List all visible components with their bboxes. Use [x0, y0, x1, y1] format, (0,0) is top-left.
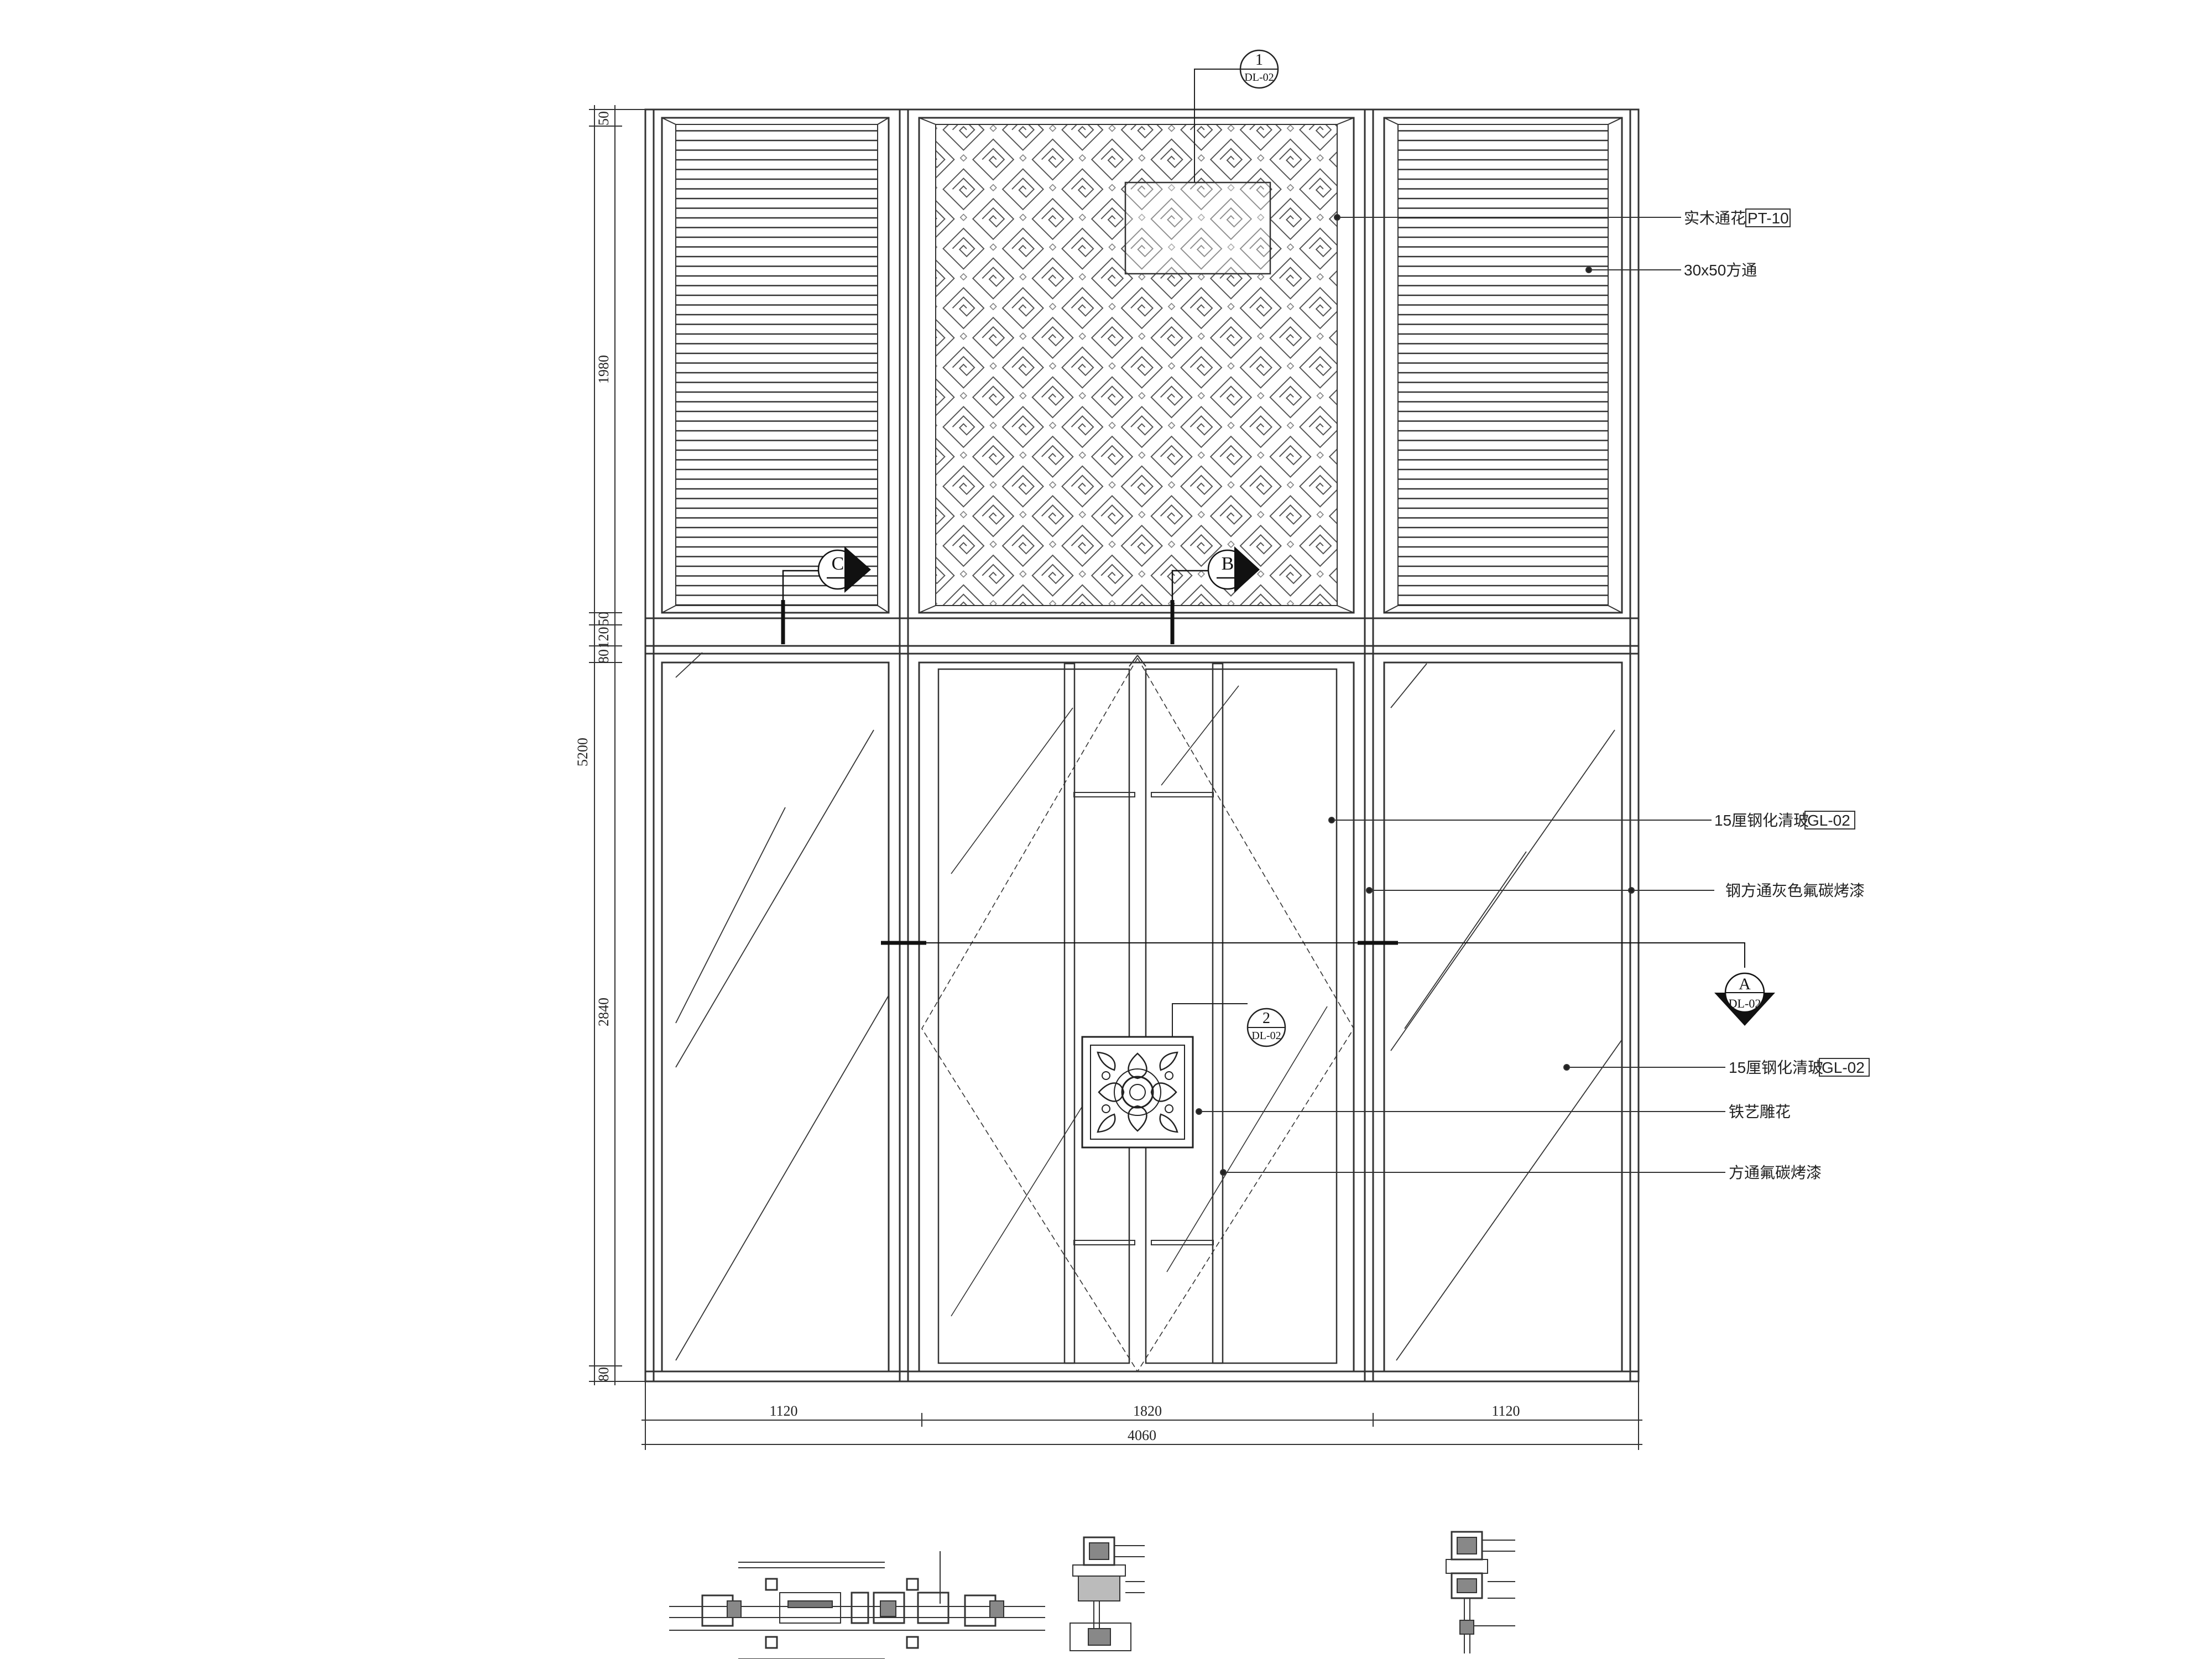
note-steel-tube: 钢方通灰色氟碳烤漆	[1725, 882, 1865, 899]
detail-callout-1: 1 DL-02	[1194, 49, 1279, 182]
horizontal-dimension-labels: 1120 1820 1120 4060	[769, 1403, 1520, 1443]
wood-lattice-panel	[918, 117, 1355, 614]
dim-80-upper: 80	[596, 649, 612, 664]
dim-bottom-80: 80	[596, 1367, 612, 1381]
note-glass-upper: 15厘钢化清玻	[1714, 812, 1809, 829]
dim-left-1120: 1120	[769, 1403, 797, 1419]
vertical-section-detail-b	[1070, 1536, 1145, 1651]
section-marker-a: A DL-02	[926, 942, 1775, 1026]
detail-callout-2: 2 DL-02	[1172, 1003, 1286, 1047]
dim-120: 120	[596, 627, 612, 649]
vertical-dimension-labels: 50 1980 50 120 80 5200 2840 80	[575, 111, 612, 1381]
dim-mid-50: 50	[596, 612, 612, 626]
dim-total-5200: 5200	[575, 738, 591, 766]
note-wood-lattice: 实木通花	[1684, 210, 1746, 227]
section-marker-b: B	[1171, 546, 1260, 603]
dim-2840: 2840	[596, 998, 612, 1026]
section-a-ref: DL-02	[1729, 997, 1761, 1010]
dim-top-50: 50	[596, 111, 612, 126]
section-marker-c: C	[782, 546, 871, 603]
dim-1980: 1980	[596, 355, 612, 384]
dim-right-1120: 1120	[1491, 1403, 1520, 1419]
section-c-letter: C	[832, 554, 844, 574]
plan-section-detail	[669, 1551, 1045, 1659]
right-glass-panel	[1383, 661, 1623, 1373]
right-louver-panel	[1383, 117, 1623, 614]
material-notes: 实木通花 PT-10 30x50方通 15厘钢化清玻 GL-02 钢方通灰色氟碳…	[1684, 208, 1870, 1181]
tag-gl02-upper: GL-02	[1807, 812, 1850, 829]
note-iron-carving: 铁艺雕花	[1729, 1103, 1791, 1120]
mullion-markers	[781, 600, 1398, 945]
iron-carving-ornament	[1081, 1036, 1194, 1149]
callout-2-ref: DL-02	[1251, 1030, 1281, 1042]
horizontal-dimension-chain	[641, 1381, 1642, 1450]
section-a-letter: A	[1739, 975, 1751, 993]
note-glass-lower: 15厘钢化清玻	[1729, 1059, 1823, 1076]
left-glass-panel	[661, 652, 890, 1373]
center-double-door	[918, 655, 1355, 1373]
tag-gl02-lower: GL-02	[1822, 1059, 1865, 1076]
note-tube-paint: 方通氟碳烤漆	[1729, 1164, 1822, 1181]
tag-box-pt10	[1745, 208, 1791, 227]
callout-1-ref: DL-02	[1244, 71, 1274, 84]
vertical-dimension-chain	[589, 105, 645, 1385]
tag-pt10: PT-10	[1747, 210, 1789, 227]
section-b-letter: B	[1222, 554, 1234, 574]
tag-box-gl02-lower	[1819, 1058, 1870, 1077]
callout-1-number: 1	[1255, 51, 1263, 69]
callout-2-number: 2	[1262, 1010, 1270, 1027]
vertical-section-detail-c	[1446, 1531, 1515, 1653]
leader-lines	[1196, 214, 1725, 1176]
note-square-tube: 30x50方通	[1684, 262, 1757, 279]
dim-total-4060: 4060	[1128, 1427, 1156, 1443]
tag-box-gl02-upper	[1804, 811, 1855, 830]
detail-1-boundary	[1124, 181, 1271, 275]
dim-center-1820: 1820	[1133, 1403, 1162, 1419]
left-louver-panel	[661, 117, 890, 614]
